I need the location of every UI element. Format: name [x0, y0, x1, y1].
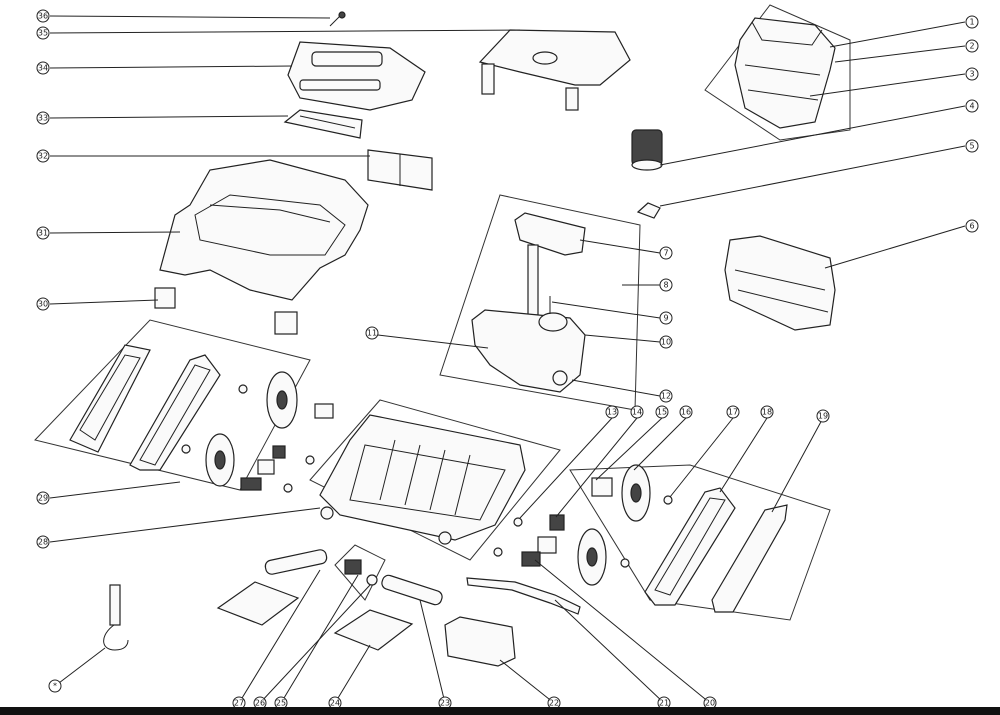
part-13-19-right-track: [493, 464, 788, 613]
callout-6: 6: [965, 219, 979, 233]
part-5-latch: [636, 202, 661, 219]
svg-text:31: 31: [38, 229, 48, 238]
callout-star: *: [48, 679, 62, 693]
svg-text:24: 24: [330, 699, 340, 708]
brush-group-frame: [334, 544, 386, 601]
svg-text:7: 7: [663, 249, 668, 258]
part-7-12-motor-assembly: [471, 212, 586, 393]
callout-4: 4: [965, 99, 979, 113]
svg-text:8: 8: [663, 281, 668, 290]
svg-text:22: 22: [549, 699, 559, 708]
svg-text:1: 1: [969, 18, 974, 27]
svg-text:34: 34: [38, 64, 48, 73]
part-31-housing: [159, 159, 369, 301]
part-1-3-filter-basket: [734, 17, 836, 129]
callout-30: 30: [36, 297, 50, 311]
svg-text:30: 30: [38, 300, 48, 309]
svg-text:35: 35: [38, 29, 48, 38]
callout-3: 3: [965, 67, 979, 81]
svg-text:4: 4: [969, 102, 974, 111]
callout-25: 25: [274, 696, 288, 710]
part-6-basket: [724, 235, 836, 331]
part-hook: [103, 584, 129, 651]
part-33-strip: [283, 109, 363, 139]
part-30-clips: [154, 287, 298, 335]
part-28-chassis: [319, 414, 526, 545]
svg-text:14: 14: [632, 408, 642, 417]
callout-33: 33: [36, 111, 50, 125]
svg-text:12: 12: [661, 392, 671, 401]
svg-text:5: 5: [969, 142, 974, 151]
svg-text:28: 28: [38, 538, 48, 547]
part-34-handle-cover: [287, 41, 426, 111]
part-32-label: [367, 149, 433, 191]
callout-12: 12: [659, 389, 673, 403]
right-track-group-frame: [569, 464, 831, 621]
left-track-group-frame: [34, 319, 311, 491]
svg-text:9: 9: [663, 314, 668, 323]
svg-text:18: 18: [762, 408, 772, 417]
svg-text:16: 16: [681, 408, 691, 417]
callout-28: 28: [36, 535, 50, 549]
callout-17: 17: [726, 405, 740, 419]
part-20-27-brush-parts: [216, 549, 581, 667]
callout-8: 8: [659, 278, 673, 292]
svg-text:20: 20: [705, 699, 715, 708]
svg-text:3: 3: [969, 70, 974, 79]
callout-10: 10: [659, 335, 673, 349]
svg-text:32: 32: [38, 152, 48, 161]
svg-text:21: 21: [659, 699, 669, 708]
svg-text:17: 17: [728, 408, 738, 417]
callout-32: 32: [36, 149, 50, 163]
callout-35: 35: [36, 26, 50, 40]
callout-1: 1: [965, 15, 979, 29]
callout-19: 19: [816, 409, 830, 423]
bottom-bar: [0, 707, 1000, 715]
svg-text:29: 29: [38, 494, 48, 503]
svg-text:6: 6: [969, 222, 974, 231]
part-4-cap: [631, 129, 663, 171]
svg-text:26: 26: [255, 699, 265, 708]
svg-text:*: *: [53, 682, 57, 691]
svg-text:15: 15: [657, 408, 667, 417]
svg-text:36: 36: [38, 12, 48, 21]
callouts: 1 2 3 4 5 6 7 8 9 10 11 12 13 14 15 16 1…: [36, 9, 979, 710]
svg-text:25: 25: [276, 699, 286, 708]
callout-31: 31: [36, 226, 50, 240]
callout-7: 7: [659, 246, 673, 260]
callout-34: 34: [36, 61, 50, 75]
part-35-top-cover: [478, 29, 631, 111]
callout-2: 2: [965, 39, 979, 53]
callout-5: 5: [965, 139, 979, 153]
chassis-group-frame: [309, 399, 561, 561]
callout-18: 18: [760, 405, 774, 419]
svg-text:33: 33: [38, 114, 48, 123]
callout-14: 14: [630, 405, 644, 419]
part-36-screw: [329, 11, 346, 27]
callout-11: 11: [365, 326, 379, 340]
svg-text:23: 23: [440, 699, 450, 708]
callout-9: 9: [659, 311, 673, 325]
svg-text:27: 27: [234, 699, 244, 708]
svg-text:13: 13: [607, 408, 617, 417]
callout-36: 36: [36, 9, 50, 23]
svg-text:19: 19: [818, 412, 828, 421]
callout-13: 13: [605, 405, 619, 419]
svg-text:11: 11: [367, 329, 377, 338]
callout-15: 15: [655, 405, 669, 419]
callout-29: 29: [36, 491, 50, 505]
svg-text:2: 2: [969, 42, 974, 51]
svg-text:10: 10: [661, 338, 671, 347]
leader-lines: [49, 15, 966, 704]
part-29-left-track: [69, 344, 334, 493]
callout-16: 16: [679, 405, 693, 419]
